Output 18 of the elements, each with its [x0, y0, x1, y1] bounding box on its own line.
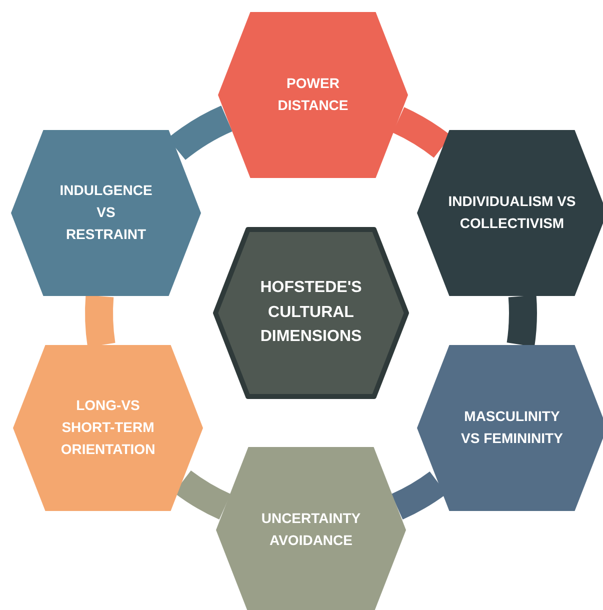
hexagon — [11, 130, 201, 296]
hexagon-label: POWER DISTANCE — [276, 74, 350, 115]
hexagon — [417, 130, 603, 296]
hexagon — [417, 345, 603, 511]
hexagon-label: MASCULINITY VS FEMININITY — [460, 407, 564, 448]
hexagon-label: LONG-VS SHORT-TERM ORIENTATION — [60, 396, 156, 459]
ring-segment — [391, 471, 446, 520]
ring-segment — [506, 295, 537, 346]
hexagon-label: INDIVIDUALISM VS COLLECTIVISM — [447, 192, 577, 233]
hexagon — [216, 447, 406, 610]
hexagon-label: INDULGENCE VS RESTRAINT — [58, 181, 154, 244]
ring-segment — [85, 295, 116, 347]
ring-segment — [168, 106, 233, 160]
hexagon — [218, 12, 408, 178]
hexagon-label: HOFSTEDE'S CULTURAL DIMENSIONS — [259, 278, 363, 348]
hexagon — [13, 345, 203, 511]
hexagon — [213, 227, 409, 399]
hexagon-label: UNCERTAINTY AVOIDANCE — [260, 509, 362, 550]
